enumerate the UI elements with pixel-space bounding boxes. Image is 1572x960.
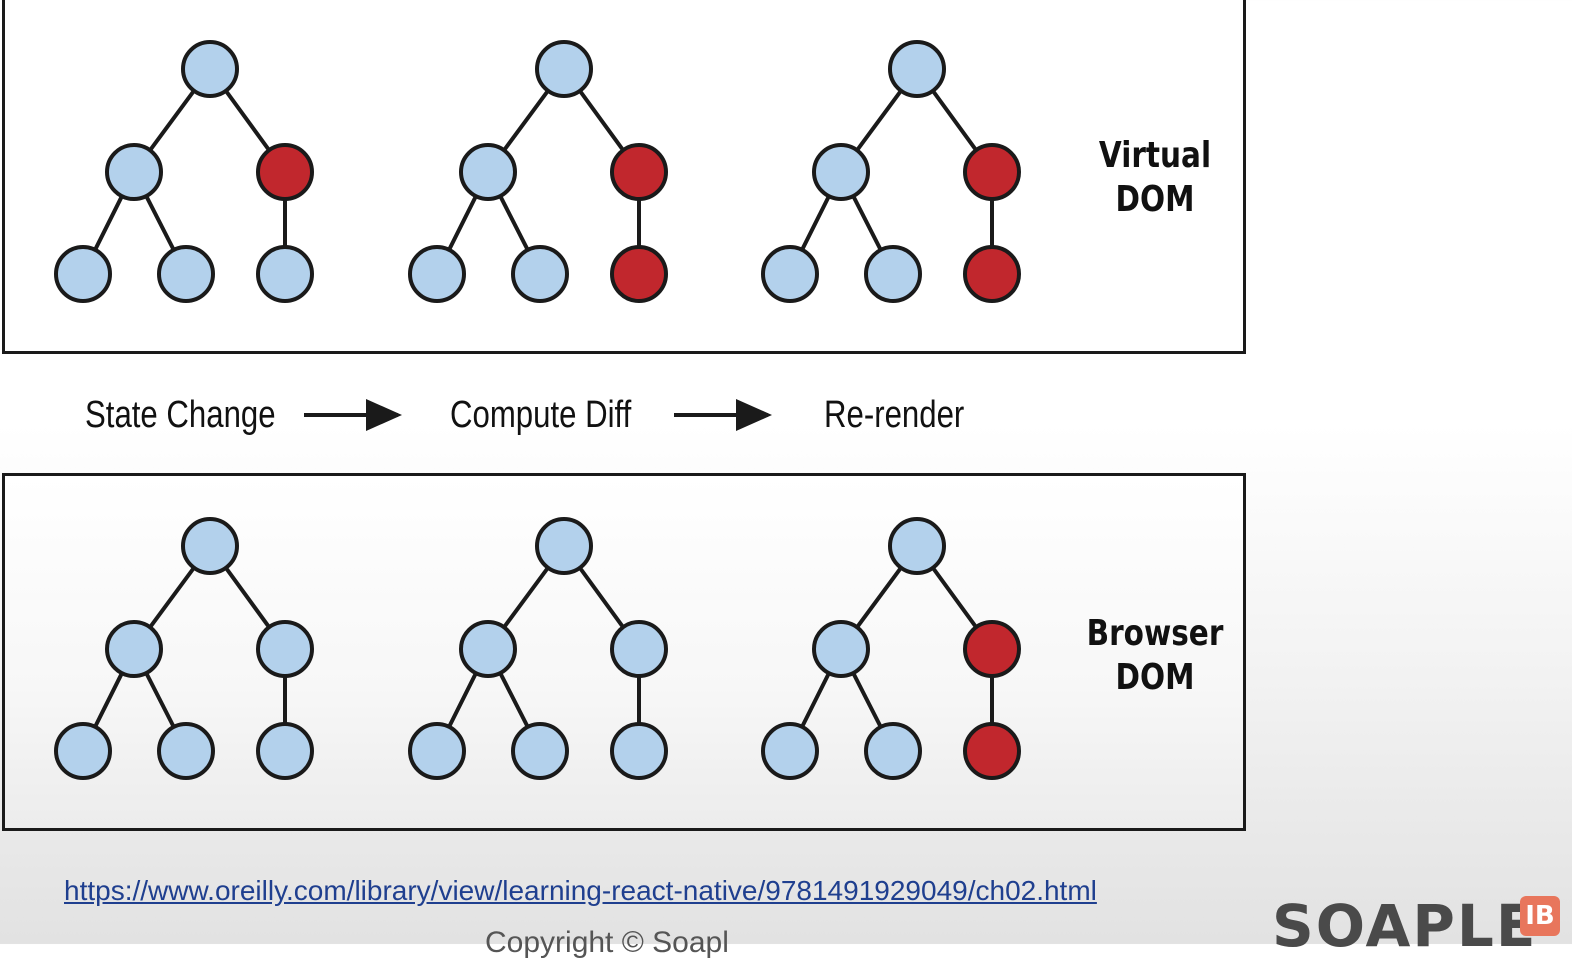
brand-badge-icon: IB bbox=[1520, 896, 1560, 936]
tree-node bbox=[408, 722, 466, 780]
browser-dom-label-line2: DOM bbox=[1115, 657, 1195, 698]
tree-node bbox=[256, 245, 314, 303]
tree-node bbox=[761, 722, 819, 780]
changed-node bbox=[963, 620, 1021, 678]
tree-node bbox=[535, 40, 593, 98]
tree-node bbox=[181, 40, 239, 98]
tree-node bbox=[459, 620, 517, 678]
step-compute-diff: Compute Diff bbox=[450, 394, 632, 436]
changed-node bbox=[610, 143, 668, 201]
copyright-text: Copyright © Soapl bbox=[485, 926, 729, 959]
tree-node bbox=[105, 143, 163, 201]
tree-node bbox=[408, 245, 466, 303]
tree-node bbox=[256, 620, 314, 678]
browser-dom-label-line1: Browser bbox=[1086, 613, 1224, 654]
tree-node bbox=[888, 40, 946, 98]
virtual-dom-tree-2 bbox=[408, 40, 668, 303]
tree-node bbox=[511, 245, 569, 303]
tree-node bbox=[511, 722, 569, 780]
virtual-dom-label-line1: Virtual bbox=[1098, 135, 1212, 176]
tree-node bbox=[864, 722, 922, 780]
changed-node bbox=[256, 143, 314, 201]
browser-dom-tree-2 bbox=[408, 517, 668, 780]
tree-node bbox=[761, 245, 819, 303]
tree-node bbox=[256, 722, 314, 780]
browser-dom-tree-1 bbox=[54, 517, 314, 780]
tree-node bbox=[864, 245, 922, 303]
tree-node bbox=[54, 722, 112, 780]
tree-node bbox=[610, 620, 668, 678]
changed-node bbox=[963, 143, 1021, 201]
tree-node bbox=[105, 620, 163, 678]
brand-logo-text: SOAPLE bbox=[1272, 892, 1538, 960]
tree-node bbox=[157, 245, 215, 303]
tree-node bbox=[888, 517, 946, 575]
step-re-render: Re-render bbox=[824, 394, 965, 436]
tree-node bbox=[610, 722, 668, 780]
virtual-dom-tree-3 bbox=[761, 40, 1021, 303]
changed-node bbox=[963, 245, 1021, 303]
virtual-dom-label: Virtual DOM bbox=[1085, 134, 1224, 222]
tree-node bbox=[157, 722, 215, 780]
tree-node bbox=[812, 143, 870, 201]
source-link[interactable]: https://www.oreilly.com/library/view/lea… bbox=[64, 875, 1097, 906]
step-state-change: State Change bbox=[85, 394, 276, 436]
tree-node bbox=[54, 245, 112, 303]
tree-node bbox=[181, 517, 239, 575]
tree-node bbox=[812, 620, 870, 678]
browser-dom-tree-3 bbox=[761, 517, 1021, 780]
virtual-dom-tree-1 bbox=[54, 40, 314, 303]
changed-node bbox=[963, 722, 1021, 780]
tree-node bbox=[535, 517, 593, 575]
virtual-dom-label-line2: DOM bbox=[1115, 179, 1195, 220]
browser-dom-label: Browser DOM bbox=[1085, 612, 1224, 700]
tree-node bbox=[459, 143, 517, 201]
changed-node bbox=[610, 245, 668, 303]
